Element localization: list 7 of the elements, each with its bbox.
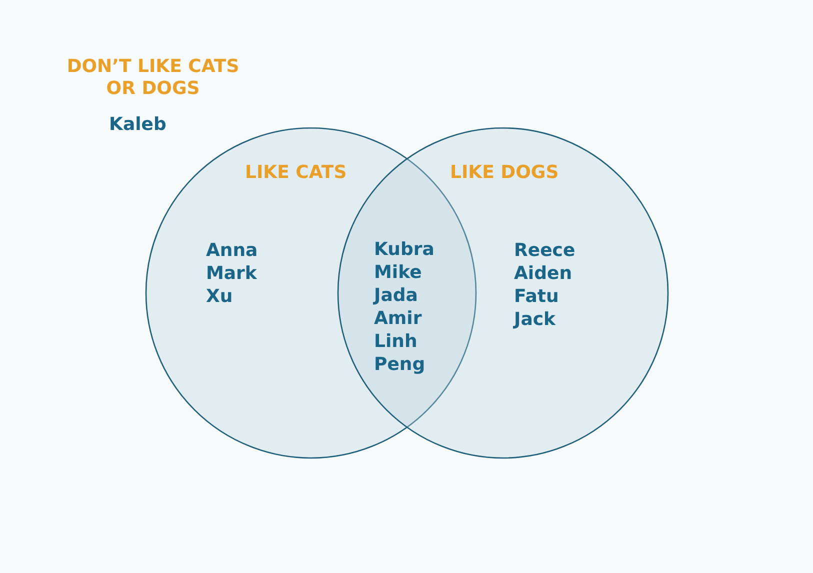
set-heading: LIKE CATS (245, 162, 347, 183)
set-heading: LIKE DOGS (450, 162, 559, 183)
name-list: Kaleb (109, 114, 166, 136)
name-list: Kubra Mike Jada Amir Linh Peng (374, 238, 434, 376)
outside-heading: DON’T LIKE CATS OR DOGS (66, 56, 240, 100)
name-list: Anna Mark Xu (206, 239, 258, 308)
name-list: Reece Aiden Fatu Jack (514, 239, 576, 331)
